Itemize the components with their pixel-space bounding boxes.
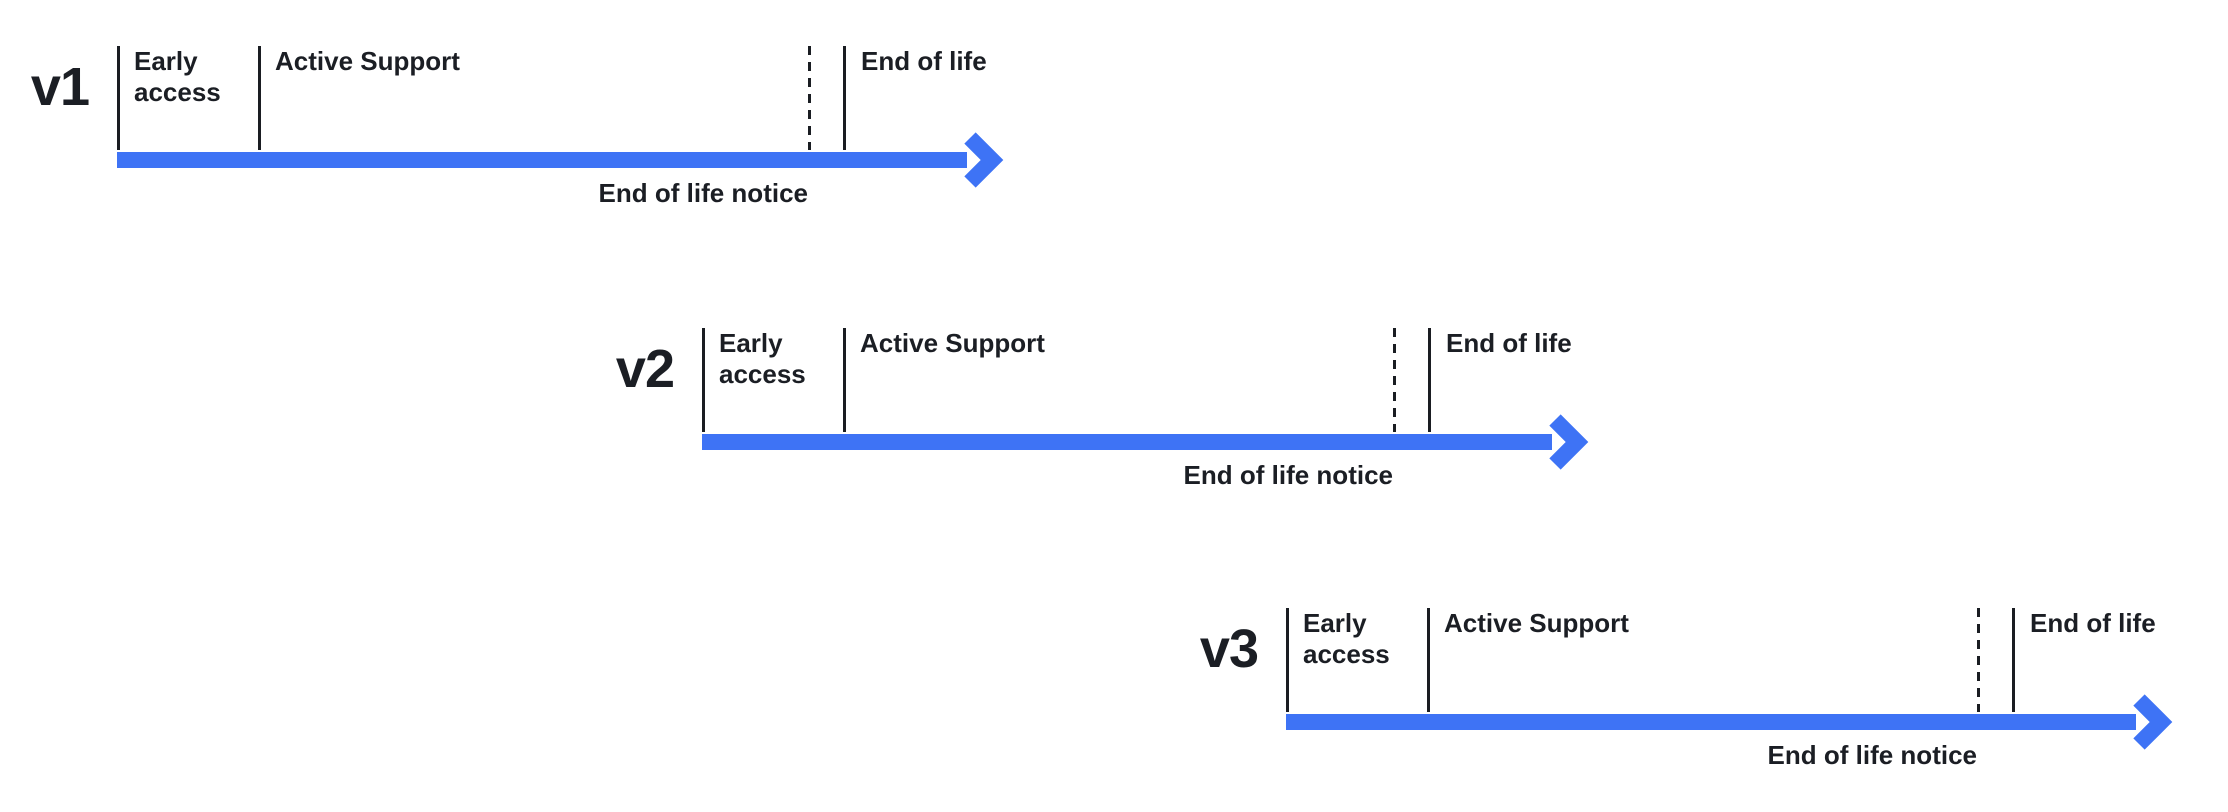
timeline-v2: v2 Early access Active Support End of li… (616, 328, 1614, 498)
active-support-label: Active Support (1444, 608, 1629, 638)
active-support-label: Active Support (275, 46, 460, 76)
early-access-label: Early access (1303, 608, 1390, 669)
end-of-life-label: End of life (2030, 608, 2156, 638)
end-of-life-notice-marker (1393, 328, 1396, 432)
end-of-life-notice-label: End of life notice (598, 178, 808, 208)
early-access-start-tick (702, 328, 705, 432)
active-support-label: Active Support (860, 328, 1045, 358)
timeline-arrow-icon (1286, 694, 2173, 750)
end-of-life-label: End of life (861, 46, 987, 76)
active-support-start-tick (1427, 608, 1430, 712)
timeline-arrow-icon (117, 132, 1004, 188)
end-of-life-notice-marker (1977, 608, 1980, 712)
active-support-start-tick (258, 46, 261, 150)
version-label: v2 (615, 339, 675, 399)
version-label: v3 (1199, 619, 1259, 679)
timeline-arrow-icon (702, 414, 1589, 470)
end-of-life-tick (843, 46, 846, 150)
timeline-v1: v1 Early access Active Support End of li… (31, 46, 1029, 216)
version-label: v1 (30, 57, 90, 117)
early-access-label: Early access (134, 46, 221, 107)
end-of-life-label: End of life (1446, 328, 1572, 358)
timeline-v3: v3 Early access Active Support End of li… (1200, 608, 2198, 778)
end-of-life-tick (1428, 328, 1431, 432)
early-access-start-tick (117, 46, 120, 150)
end-of-life-notice-marker (808, 46, 811, 150)
early-access-start-tick (1286, 608, 1289, 712)
end-of-life-notice-label: End of life notice (1183, 460, 1393, 490)
end-of-life-notice-label: End of life notice (1767, 740, 1977, 770)
early-access-label: Early access (719, 328, 806, 389)
active-support-start-tick (843, 328, 846, 432)
end-of-life-tick (2012, 608, 2015, 712)
